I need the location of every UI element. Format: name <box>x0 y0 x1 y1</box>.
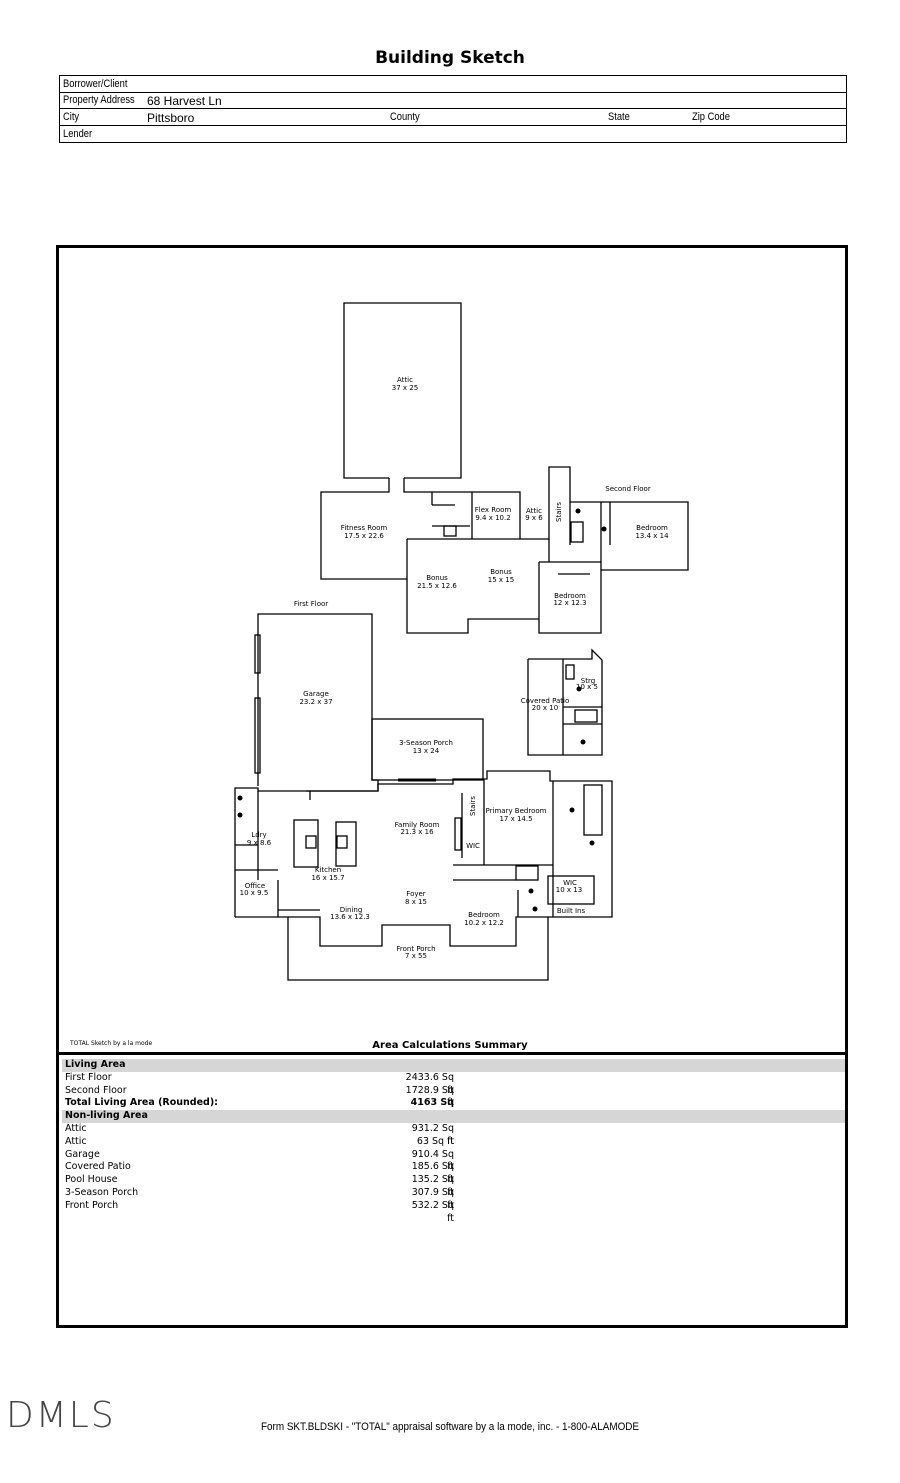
attic-outline <box>343 302 462 479</box>
room-dims: 17.5 x 22.6 <box>344 532 384 540</box>
room-dims: 20 x 10 <box>532 704 558 712</box>
city-row: City Pittsboro County State Zip Code <box>60 109 846 126</box>
stairs-label: Stairs <box>469 796 477 816</box>
room-name: WIC <box>563 879 577 887</box>
room-dims: 23.2 x 37 <box>299 698 332 706</box>
room-name: Bedroom <box>636 524 668 532</box>
room-dims: 9 x 8.6 <box>247 839 272 847</box>
room-dims: 15 x 15 <box>488 576 514 584</box>
built-ins-label: Built Ins <box>557 907 586 915</box>
room-dims: 12 x 12.3 <box>553 599 586 607</box>
table-row: Garage 910.4 Sq ft <box>65 1148 454 1173</box>
room-dims: 9 x 6 <box>525 514 543 522</box>
property-label: Property Address <box>63 94 135 106</box>
patio-outline <box>527 648 603 756</box>
property-info-table: Borrower/Client Property Address 68 Harv… <box>59 75 847 143</box>
zip-label: Zip Code <box>692 111 730 123</box>
room-name: Kitchen <box>315 866 341 874</box>
room-dims: 10.2 x 12.2 <box>464 919 504 927</box>
borrower-label: Borrower/Client <box>63 78 128 90</box>
area-summary-table: Living Area First Floor 2433.6 Sq ft Sec… <box>62 1059 845 1224</box>
room-name: Office <box>245 882 265 890</box>
room-name: Ldry <box>251 831 266 839</box>
page-title: Building Sketch <box>375 48 525 68</box>
table-row: Covered Patio 185.6 Sq ft <box>65 1161 454 1186</box>
room-name: Bedroom <box>554 592 586 600</box>
property-row: Property Address 68 Harvest Ln <box>60 92 846 109</box>
room-name: Dining <box>340 906 363 914</box>
room-name: Garage <box>303 690 329 698</box>
room-name: Strg <box>581 677 595 685</box>
city-value: Pittsboro <box>147 111 195 125</box>
room-name: Bonus <box>490 568 512 576</box>
room-dims: 10 x 13 <box>556 886 582 894</box>
section-divider <box>56 1052 848 1055</box>
first-floor-label: First Floor <box>294 600 328 608</box>
room-dims: 13 x 24 <box>413 747 440 755</box>
room-dims: 37 x 25 <box>392 384 418 392</box>
room-name: 3-Season Porch <box>399 739 453 747</box>
table-row: Attic 931.2 Sq ft <box>65 1122 454 1147</box>
nonliving-area-header: Non-living Area <box>62 1110 845 1123</box>
table-row: Pool House 135.2 Sq ft <box>65 1174 454 1198</box>
city-label: City <box>63 111 80 123</box>
room-name: Attic <box>526 507 542 515</box>
form-footer: Form SKT.BLDSKI - "TOTAL" appraisal soft… <box>260 1421 640 1433</box>
wic-label: WIC <box>466 842 480 850</box>
table-row: Attic 63 Sq ft <box>65 1135 454 1147</box>
software-note: TOTAL Sketch by a la mode <box>70 1040 153 1047</box>
room-name: Covered Patio <box>521 697 570 705</box>
room-dims: 10 x 9.5 <box>240 889 269 897</box>
table-row: Second Floor 1728.9 Sq ft <box>65 1084 454 1109</box>
dmls-logo: DMLS <box>6 1395 116 1436</box>
room-dims: 8 x 15 <box>405 898 427 906</box>
room-dims: 13.4 x 14 <box>635 532 669 540</box>
room-name: Fitness Room <box>341 524 388 532</box>
room-name: Foyer <box>406 890 426 898</box>
room-dims: 21.5 x 12.6 <box>417 582 457 590</box>
room-dims: 21.3 x 16 <box>400 828 434 836</box>
room-dims: 17 x 14.5 <box>499 815 532 823</box>
room-name: Flex Room <box>475 506 512 514</box>
room-name: Bonus <box>426 574 448 582</box>
borrower-row: Borrower/Client <box>60 76 846 93</box>
county-label: County <box>390 111 420 123</box>
room-name: Primary Bedroom <box>486 807 547 815</box>
lender-label: Lender <box>63 128 93 140</box>
second-floor-label: Second Floor <box>605 485 651 493</box>
table-row: First Floor 2433.6 Sq ft <box>65 1071 454 1096</box>
room-dims: 10 x 5 <box>576 683 598 691</box>
state-label: State <box>608 111 630 123</box>
table-row: Front Porch 532.2 Sq ft <box>65 1199 454 1224</box>
summary-title: Area Calculations Summary <box>372 1040 528 1051</box>
lender-row: Lender <box>60 126 846 142</box>
property-address: 68 Harvest Ln <box>147 94 222 108</box>
room-name: Family Room <box>395 821 440 829</box>
room-dims: 13.6 x 12.3 <box>330 913 370 921</box>
room-name: Front Porch <box>396 945 435 953</box>
table-row: 3-Season Porch 307.9 Sq ft <box>65 1186 454 1211</box>
room-dims: 16 x 15.7 <box>311 874 344 882</box>
room-name: Attic <box>397 376 413 384</box>
living-area-header: Living Area <box>62 1059 845 1072</box>
second-floor-outline <box>320 466 689 634</box>
room-dims: 7 x 55 <box>405 952 427 960</box>
room-dims: 9.4 x 10.2 <box>475 514 510 522</box>
total-row: Total Living Area (Rounded): 4163 Sq ft <box>65 1097 454 1121</box>
sketch-frame <box>56 245 848 1328</box>
stairs-label: Stairs <box>555 502 563 522</box>
room-name: Bedroom <box>468 911 500 919</box>
